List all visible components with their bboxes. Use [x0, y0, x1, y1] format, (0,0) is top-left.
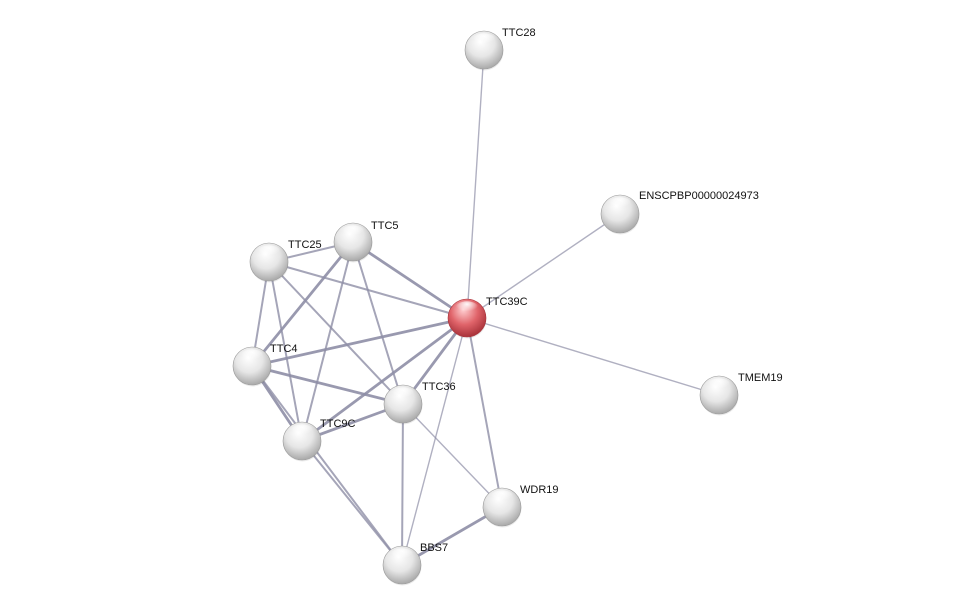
edge-ttc9c-bbs7[interactable] — [301, 440, 403, 566]
node-highlight — [240, 349, 264, 364]
node-highlight — [472, 33, 496, 48]
node-highlight — [490, 490, 514, 505]
edge-ttc39c-ttc4[interactable] — [250, 316, 469, 368]
node-highlight — [290, 424, 314, 439]
node-label-tmem19: TMEM19 — [738, 372, 783, 384]
edge-ttc25-ttc36[interactable] — [268, 261, 404, 405]
node-label-bbs7: BBS7 — [420, 542, 448, 554]
node-label-ttc39c: TTC39C — [486, 296, 528, 308]
node-highlight — [391, 387, 415, 402]
node-highlight — [257, 245, 281, 260]
edge-ttc5-ttc9c[interactable] — [301, 241, 354, 442]
node-enscpbp00000024973[interactable]: ENSCPBP00000024973 — [600, 190, 759, 235]
node-label-ttc25: TTC25 — [288, 239, 322, 251]
node-highlight — [455, 301, 479, 316]
node-highlight — [707, 378, 731, 393]
node-ttc36[interactable]: TTC36 — [383, 381, 456, 425]
edge-ttc39c-tmem19[interactable] — [466, 317, 720, 396]
node-bbs7[interactable]: BBS7 — [382, 542, 448, 586]
node-wdr19[interactable]: WDR19 — [482, 484, 559, 528]
edge-ttc39c-ttc9c[interactable] — [300, 316, 469, 443]
edge-ttc39c-wdr19[interactable] — [466, 317, 503, 508]
node-highlight — [608, 197, 632, 212]
node-ttc5[interactable]: TTC5 — [333, 220, 399, 263]
edge-ttc5-ttc36[interactable] — [352, 241, 404, 405]
node-label-ttc28: TTC28 — [502, 27, 536, 39]
node-label-ttc9c: TTC9C — [320, 418, 356, 430]
node-label-ttc36: TTC36 — [422, 381, 456, 393]
node-ttc4[interactable]: TTC4 — [232, 343, 298, 387]
node-ttc39c[interactable]: TTC39C — [447, 296, 528, 339]
edge-ttc36-wdr19[interactable] — [402, 403, 503, 508]
edge-ttc4-bbs7[interactable] — [251, 365, 403, 566]
node-ttc9c[interactable]: TTC9C — [282, 418, 356, 462]
edge-ttc39c-enscpbp00000024973[interactable] — [466, 213, 621, 319]
node-tmem19[interactable]: TMEM19 — [699, 372, 783, 416]
edge-ttc4-ttc36[interactable] — [250, 364, 405, 406]
edge-ttc39c-ttc28[interactable] — [466, 49, 485, 319]
node-ttc28[interactable]: TTC28 — [464, 27, 536, 71]
node-label-wdr19: WDR19 — [520, 484, 559, 496]
node-label-enscpbp00000024973: ENSCPBP00000024973 — [639, 190, 759, 202]
node-highlight — [390, 548, 414, 563]
node-highlight — [341, 225, 365, 240]
edge-ttc36-bbs7[interactable] — [401, 403, 404, 566]
node-label-ttc4: TTC4 — [270, 343, 298, 355]
edge-ttc5-ttc4[interactable] — [250, 240, 355, 368]
edge-ttc39c-bbs7[interactable] — [401, 317, 468, 566]
nodes-layer: TTC39C TTC28ENSCPBP00000024973TTC5TTC25TT… — [232, 27, 783, 586]
edge-ttc39c-ttc5[interactable] — [351, 240, 469, 320]
edge-ttc25-ttc9c[interactable] — [268, 261, 303, 442]
node-label-ttc5: TTC5 — [371, 220, 399, 232]
node-ttc25[interactable]: TTC25 — [249, 239, 322, 283]
